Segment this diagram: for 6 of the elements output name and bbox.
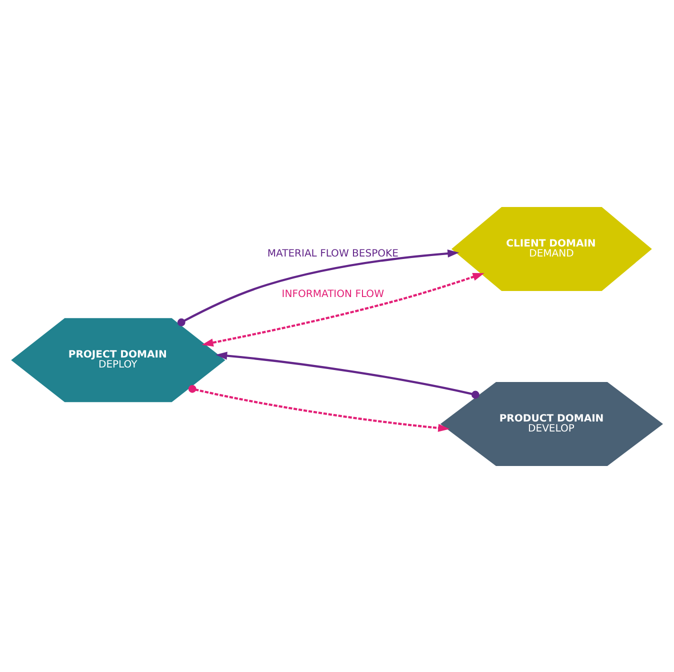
arrow [188,384,450,432]
arrow [216,351,480,398]
edge-label: MATERIAL FLOW BESPOKE [267,248,398,259]
arrow [177,248,460,326]
arrow [202,272,484,346]
edge-label: INFORMATION FLOW [282,288,384,300]
